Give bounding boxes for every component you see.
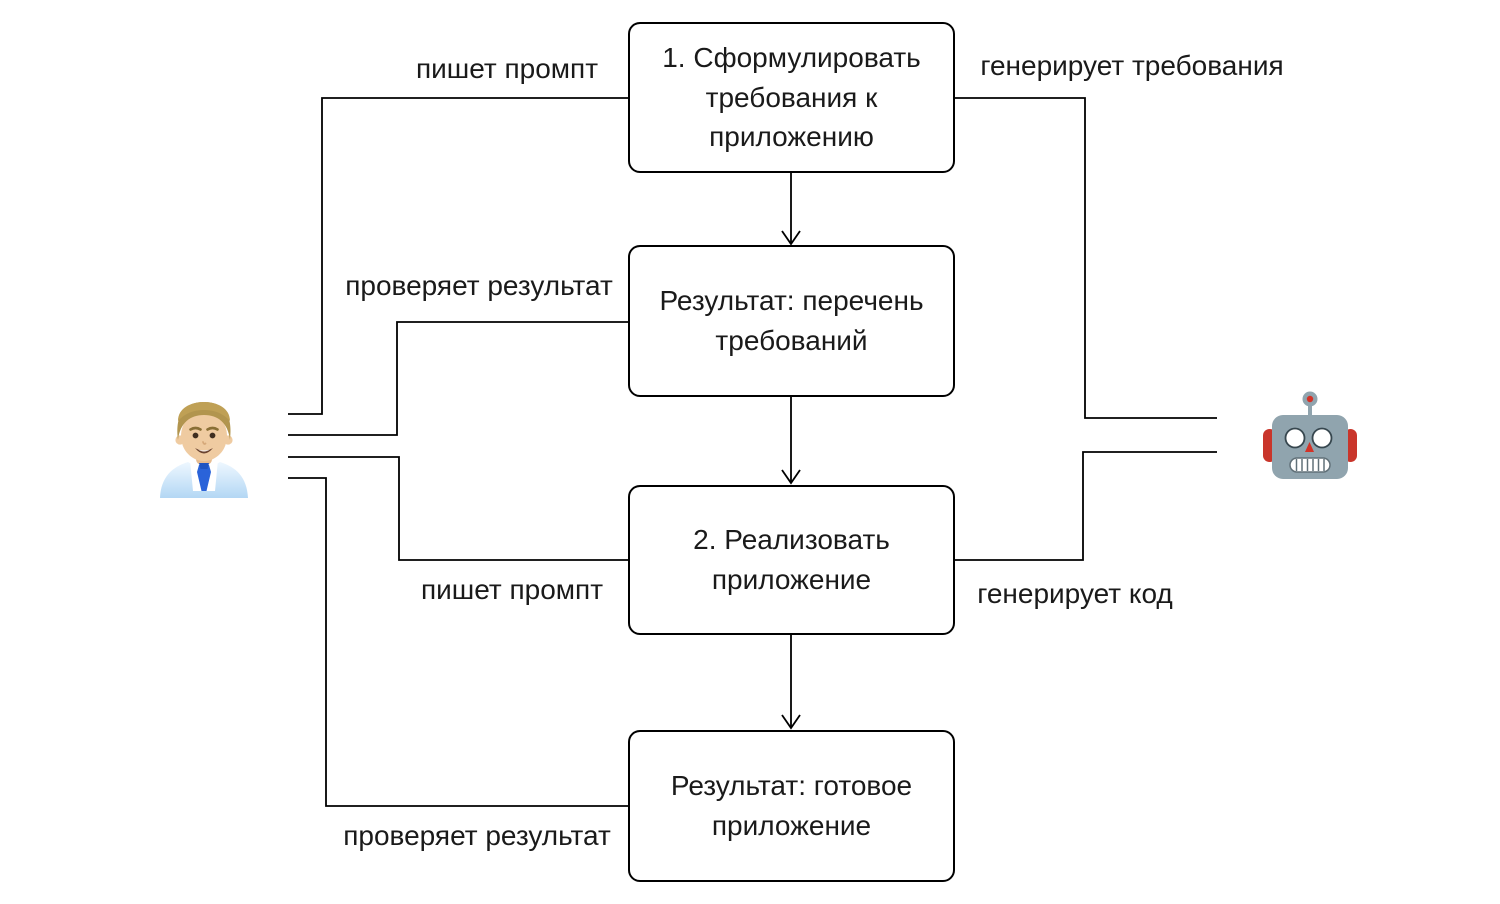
arrowhead-1 xyxy=(781,230,801,246)
robot-face-emoji xyxy=(1263,391,1357,479)
man-office-worker-emoji xyxy=(160,402,248,498)
flow-box-step1: 1. Сформулировать требования к приложени… xyxy=(628,22,955,173)
edge-human-step1 xyxy=(288,97,628,415)
flow-box-result2-label: Результат: готовое приложение xyxy=(670,770,913,841)
arrowhead-2 xyxy=(781,469,801,485)
edge-label-generates-code: генерирует код xyxy=(977,578,1173,609)
edge-label-checks-result-1: проверяет результат xyxy=(345,270,613,301)
edge-human-step2 xyxy=(288,456,628,561)
flow-box-step2-label: 2. Реализовать приложение xyxy=(693,524,890,595)
flow-box-step1-label: 1. Сформулировать требования к приложени… xyxy=(662,41,921,153)
edge-label-checks-result-2: проверяет результат xyxy=(343,820,611,851)
flow-box-step2: 2. Реализовать приложение xyxy=(628,485,955,635)
flow-box-result2: Результат: готовое приложение xyxy=(628,730,955,882)
flow-box-result1-label: Результат: перечень требований xyxy=(659,285,924,356)
edge-result2-human xyxy=(288,477,628,807)
edge-label-writes-prompt-2: пишет промпт xyxy=(420,574,604,605)
edge-robot-step2 xyxy=(955,451,1217,561)
edge-label-writes-prompt-1: пишет промпт xyxy=(415,53,599,84)
edge-result1-human xyxy=(288,321,628,436)
edge-label-generates-requirements: генерирует требования xyxy=(980,50,1284,81)
edge-step1-robot xyxy=(955,97,1217,419)
flow-box-result1: Результат: перечень требований xyxy=(628,245,955,397)
arrowhead-3 xyxy=(781,714,801,730)
